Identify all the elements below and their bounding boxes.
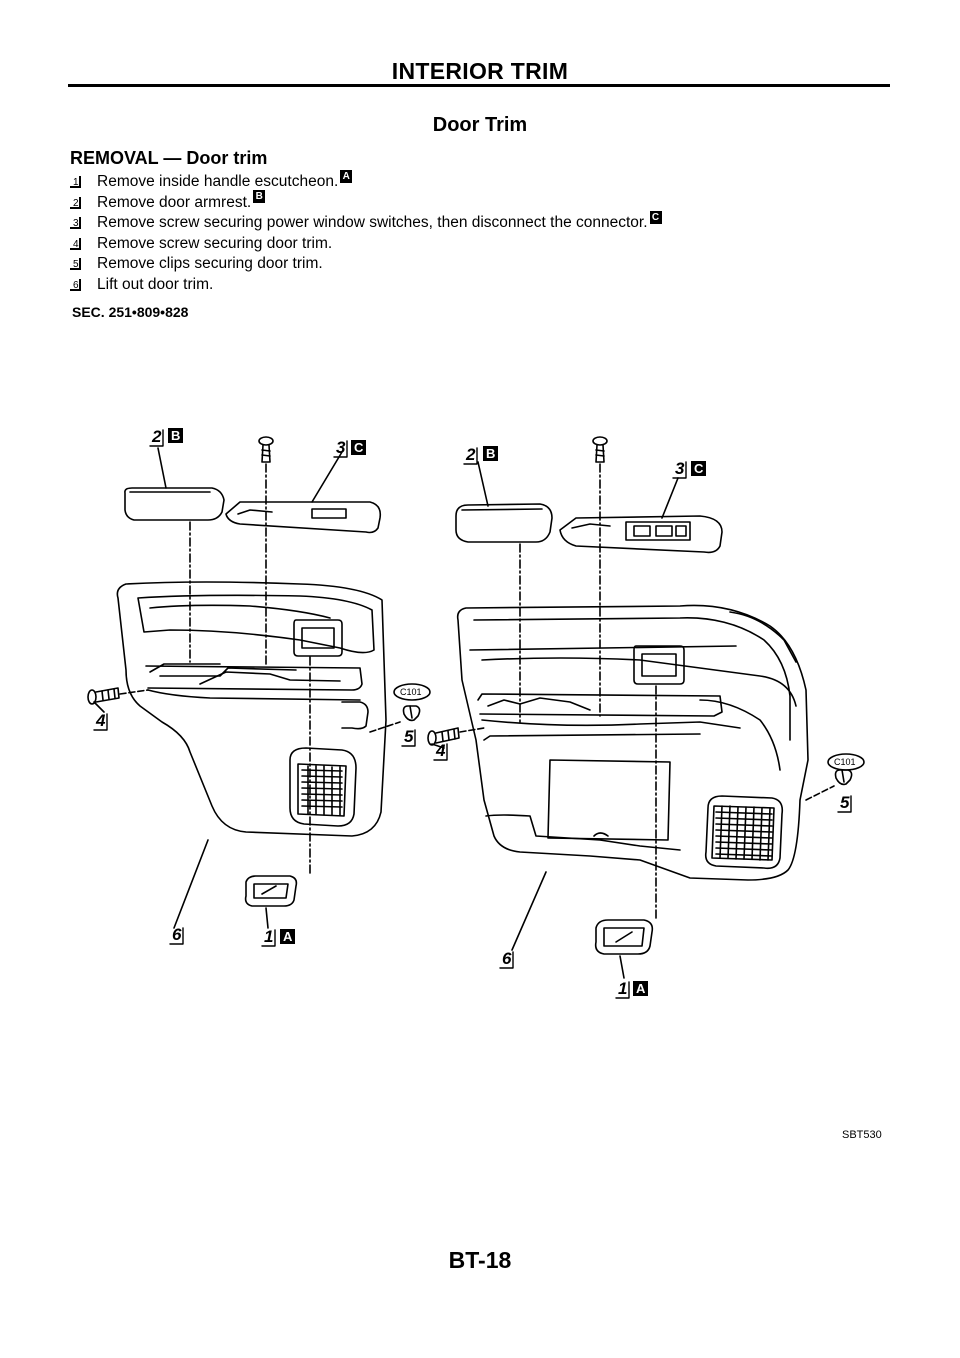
ref-badge-b-left: B <box>171 428 180 443</box>
reference-badge: A <box>340 169 353 183</box>
callout-5-right: 5 <box>840 793 850 812</box>
step-text: Remove inside handle escutcheon. <box>97 173 339 191</box>
page-number: BT-18 <box>448 1247 512 1273</box>
step-text: Remove screw securing power window switc… <box>97 214 648 232</box>
clip-label-right: C101 <box>834 757 856 767</box>
step-number-icon: 5 <box>70 254 84 274</box>
ref-badge-a-left: A <box>283 929 293 944</box>
step-number-icon: 4 <box>70 234 84 254</box>
header-divider <box>68 84 890 87</box>
step-text: Remove door armrest. <box>97 193 252 211</box>
step-number-icon: 6 <box>70 275 84 295</box>
step-text: Remove screw securing door trim. <box>97 234 333 252</box>
left-door-trim-panel <box>116 581 387 837</box>
left-screw-top <box>258 436 274 463</box>
step-text: Lift out door trim. <box>97 275 214 293</box>
callout-1-right: 1 <box>618 979 627 998</box>
step-3: 3 Remove screw securing power window swi… <box>70 210 890 234</box>
step-number-icon: 2 <box>70 193 84 213</box>
callout-4-right: 4 <box>435 741 446 760</box>
right-door-trim-panel <box>456 604 809 881</box>
section-reference: SEC. 251•809•828 <box>72 304 189 320</box>
step-number-icon: 3 <box>70 213 84 233</box>
step-2: 2 Remove door armrest. B <box>70 190 890 214</box>
right-armrest <box>455 503 553 543</box>
reference-badge: C <box>649 210 662 224</box>
left-window-switch <box>225 501 382 534</box>
right-screw-top <box>592 436 608 463</box>
right-window-switch <box>559 515 723 554</box>
callout-labels: 2 B 3 C 4 5 6 1 A 2 B 3 C 4 <box>93 427 856 999</box>
section-title: Door Trim <box>432 114 528 136</box>
step-1: 1 Remove inside handle escutcheon. A <box>70 169 890 193</box>
reference-badge: B <box>253 190 266 204</box>
callout-1-left: 1 <box>264 927 273 946</box>
right-clip <box>827 753 865 786</box>
ref-badge-a-right: A <box>636 981 646 996</box>
clip-label-left: C101 <box>400 687 422 697</box>
callout-2-left: 2 <box>151 427 162 446</box>
step-5: 5 Remove clips securing door trim. <box>70 254 890 275</box>
callout-3-left: 3 <box>336 438 346 457</box>
ref-badge-c-left: C <box>354 440 364 455</box>
procedure-steps: 1 Remove inside handle escutcheon. A 2 R… <box>70 169 890 296</box>
left-screw-side <box>87 687 120 705</box>
left-inside-handle-escutcheon <box>244 875 298 907</box>
step-number-icon: 1 <box>70 172 84 192</box>
callout-3-right: 3 <box>675 459 685 478</box>
callout-2-right: 2 <box>465 445 476 464</box>
callout-6-left: 6 <box>172 925 182 944</box>
step-4: 4 Remove screw securing door trim. <box>70 234 890 255</box>
left-armrest <box>124 487 225 521</box>
figure-code: SBT530 <box>842 1129 882 1141</box>
page-header-title: INTERIOR TRIM <box>391 58 569 84</box>
left-leader-lines <box>93 447 401 929</box>
left-clip <box>393 683 431 722</box>
ref-badge-c-right: C <box>694 461 704 476</box>
ref-badge-b-right: B <box>486 446 495 461</box>
step-6: 6 Lift out door trim. <box>70 275 890 296</box>
step-text: Remove clips securing door trim. <box>97 255 323 273</box>
callout-6-right: 6 <box>502 949 512 968</box>
right-inside-handle-escutcheon <box>594 919 654 955</box>
procedure-heading: REMOVAL — Door trim <box>70 148 268 168</box>
callout-5-left: 5 <box>404 727 414 746</box>
right-leader-lines <box>431 461 835 979</box>
right-screw-side <box>427 727 460 746</box>
callout-4-left: 4 <box>95 711 106 730</box>
